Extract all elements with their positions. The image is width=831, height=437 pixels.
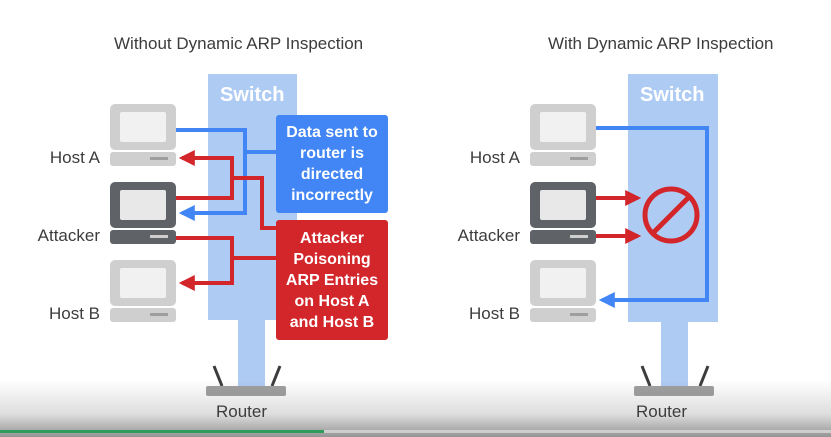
blue-callout-misdirected-data: Data sent to router is directed incorrec… [276,115,388,213]
prohibited-icon [642,186,700,244]
right-host-a-computer-icon [530,104,596,166]
right-attacker-computer-icon [530,182,596,244]
left-red-path-host-a [175,150,234,200]
video-control-fade [0,380,831,437]
left-host-a-label: Host A [49,148,100,167]
left-host-b-computer-icon [110,260,176,322]
right-blue-data-path [595,126,709,308]
right-switch-label: Switch [640,84,705,106]
right-host-b-computer-icon [530,260,596,322]
right-router-label: Router [636,402,688,421]
red-callout-arp-poisoning: Attacker Poisoning ARP Entries on Host A… [276,220,388,340]
left-router-label: Router [216,402,268,421]
left-red-callout-link-top [232,176,278,230]
left-host-b-label: Host B [48,304,100,323]
right-host-b-label: Host B [468,304,520,323]
right-host-a-label: Host A [469,148,520,167]
left-blue-data-path [175,128,247,221]
right-panel-title: With Dynamic ARP Inspection [548,34,774,53]
left-panel-title: Without Dynamic ARP Inspection [114,34,364,53]
video-progress-bar[interactable] [0,430,831,433]
left-host-a-computer-icon [110,104,176,166]
left-red-path-host-b [175,236,234,291]
left-attacker-label: Attacker [37,226,100,245]
right-switch [628,74,718,322]
left-switch-label: Switch [220,84,285,106]
video-progress-fill [0,430,325,433]
right-attacker-label: Attacker [457,226,520,245]
left-attacker-computer-icon [110,182,176,244]
